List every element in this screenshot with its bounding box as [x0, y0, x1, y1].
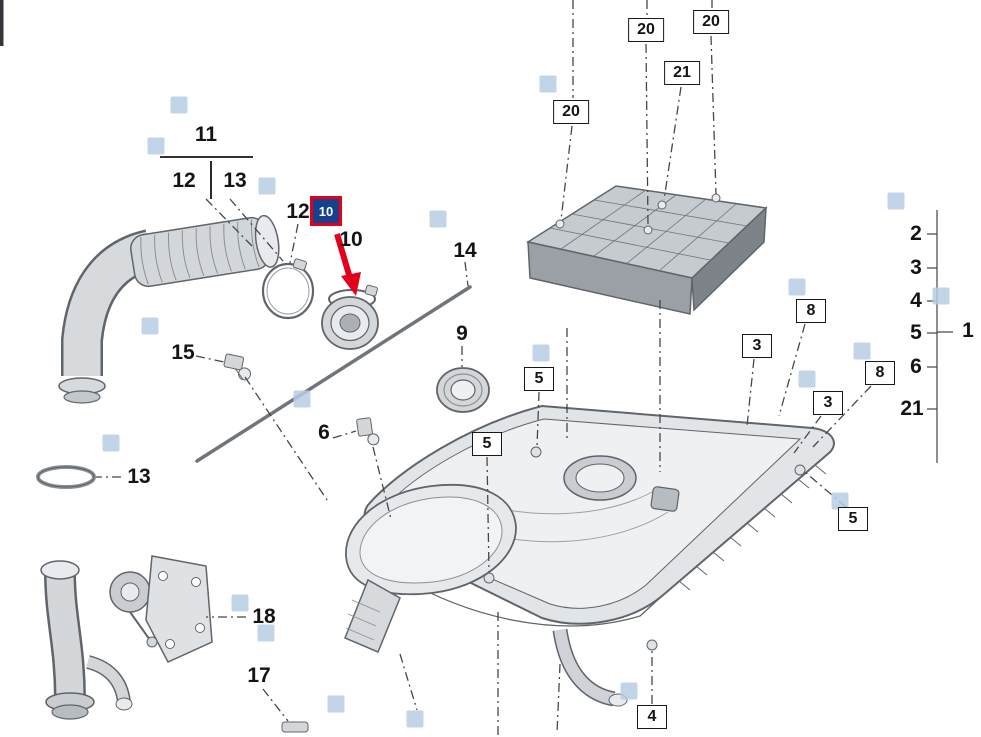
- bracket15-drawing: [223, 353, 252, 381]
- hotspot[interactable]: [293, 390, 311, 408]
- callout-5[interactable]: 5: [838, 507, 868, 531]
- hose-clamp-drawing: [261, 258, 315, 320]
- callout-5[interactable]: 5: [472, 432, 502, 456]
- callout-6[interactable]: 6: [910, 355, 922, 378]
- hotspot[interactable]: [932, 287, 950, 305]
- hotspot[interactable]: [170, 96, 188, 114]
- callout-14[interactable]: 14: [453, 239, 477, 262]
- hotspot[interactable]: [406, 710, 424, 728]
- callout-8[interactable]: 8: [796, 299, 826, 323]
- callout-6[interactable]: 6: [318, 421, 330, 444]
- rod-drawing: [195, 285, 472, 463]
- hotspot[interactable]: [853, 342, 871, 360]
- highlighted-callout-10[interactable]: 10: [310, 196, 342, 226]
- oring-drawing: [36, 465, 96, 489]
- hotspot[interactable]: [102, 434, 120, 452]
- sleeve-ring-drawing: [436, 367, 490, 413]
- hotspot[interactable]: [539, 75, 557, 93]
- callout-12[interactable]: 12: [286, 200, 310, 223]
- highlighted-callout-label: 10: [318, 203, 334, 219]
- callout-3[interactable]: 3: [742, 334, 772, 358]
- callout-21[interactable]: 21: [900, 397, 924, 420]
- intake-duct-drawing: [344, 484, 517, 653]
- callout-18[interactable]: 18: [252, 605, 276, 628]
- callout-3[interactable]: 3: [813, 391, 843, 415]
- part10-drawing: [321, 284, 379, 350]
- callout-20[interactable]: 20: [628, 18, 664, 42]
- callout-5[interactable]: 5: [524, 367, 554, 391]
- callout-3[interactable]: 3: [910, 256, 922, 279]
- callout-4[interactable]: 4: [637, 705, 667, 729]
- callout-4[interactable]: 4: [910, 289, 922, 312]
- callout-20[interactable]: 20: [693, 10, 729, 34]
- intake-hose-drawing: [58, 214, 280, 404]
- callout-12[interactable]: 12: [172, 169, 196, 192]
- hotspot[interactable]: [327, 695, 345, 713]
- callout-2[interactable]: 2: [910, 222, 922, 245]
- left-edge-mark: [0, 0, 4, 46]
- callout-21[interactable]: 21: [664, 61, 700, 85]
- hotspot[interactable]: [258, 177, 276, 195]
- callout-10[interactable]: 10: [339, 228, 363, 251]
- hotspot[interactable]: [532, 344, 550, 362]
- hotspot[interactable]: [147, 137, 165, 155]
- hotspot[interactable]: [798, 370, 816, 388]
- callout-1[interactable]: 1: [962, 319, 974, 342]
- callout-20[interactable]: 20: [553, 100, 589, 124]
- hotspot[interactable]: [831, 492, 849, 510]
- callout-9[interactable]: 9: [456, 322, 468, 345]
- hotspot[interactable]: [231, 594, 249, 612]
- callout-13[interactable]: 13: [223, 169, 247, 192]
- hotspot[interactable]: [887, 192, 905, 210]
- callout-11[interactable]: 11: [194, 123, 218, 146]
- callout-17[interactable]: 17: [247, 664, 271, 687]
- hotspot[interactable]: [620, 682, 638, 700]
- valve-assembly-drawing: [40, 555, 309, 733]
- hotspot[interactable]: [257, 624, 275, 642]
- group-bracket: [927, 210, 953, 463]
- callout-8[interactable]: 8: [865, 361, 895, 385]
- bracket6-drawing: [356, 417, 380, 446]
- callout-13[interactable]: 13: [127, 465, 151, 488]
- filter-cover-drawing: [526, 185, 768, 315]
- hotspot[interactable]: [429, 210, 447, 228]
- highlight-arrow: [334, 233, 361, 296]
- label-group-lines: [160, 156, 253, 199]
- callout-5[interactable]: 5: [910, 321, 922, 344]
- hotspot[interactable]: [788, 278, 806, 296]
- hotspot[interactable]: [141, 317, 159, 335]
- leader-lines: [96, 0, 872, 737]
- callout-15[interactable]: 15: [171, 341, 195, 364]
